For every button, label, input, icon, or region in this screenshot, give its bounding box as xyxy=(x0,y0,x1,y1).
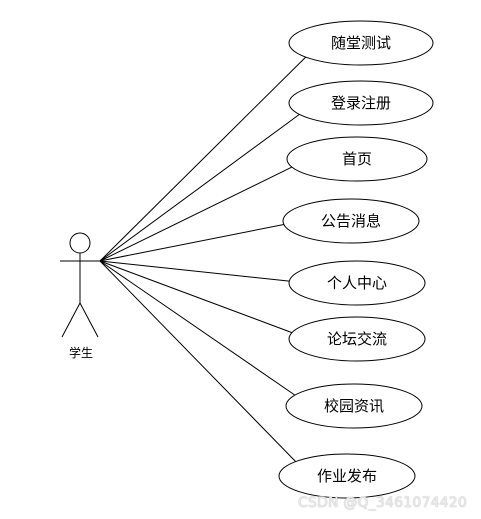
association-line xyxy=(99,56,307,262)
use-case-label: 校园资讯 xyxy=(324,397,384,415)
association-line xyxy=(99,224,284,262)
use-case-label: 论坛交流 xyxy=(327,330,387,348)
use-case-ellipse xyxy=(285,383,423,429)
use-case-label: 公告消息 xyxy=(321,212,381,230)
use-case: 个人中心 xyxy=(288,260,426,306)
use-case-ellipse xyxy=(282,198,420,244)
association-line xyxy=(99,260,296,396)
use-case-ellipse xyxy=(278,453,416,499)
use-case-ellipse xyxy=(288,316,426,362)
use-case-label: 首页 xyxy=(342,150,372,168)
use-case: 公告消息 xyxy=(282,198,420,244)
use-case-ellipse xyxy=(286,136,428,182)
use-case: 登录注册 xyxy=(288,80,434,126)
use-case-label: 登录注册 xyxy=(331,94,391,112)
association-line xyxy=(99,113,300,262)
use-case: 论坛交流 xyxy=(288,316,426,362)
use-case-label: 随堂测试 xyxy=(331,34,391,52)
use-case: 作业发布 xyxy=(278,453,416,499)
use-case-ellipse xyxy=(288,80,434,126)
use-case: 校园资讯 xyxy=(285,383,423,429)
actor-head xyxy=(69,232,91,254)
use-case-label: 作业发布 xyxy=(317,467,377,485)
association-line xyxy=(99,260,297,462)
association-line xyxy=(99,260,293,334)
use-case: 首页 xyxy=(286,136,428,182)
watermark: CSDN @Q_3461074420 xyxy=(297,495,467,511)
use-case-label: 个人中心 xyxy=(327,274,387,292)
association-line xyxy=(99,166,293,262)
use-case-ellipse xyxy=(288,20,434,66)
association-lines xyxy=(99,56,307,462)
use-case: 随堂测试 xyxy=(288,20,434,66)
actor-left-leg xyxy=(61,302,81,338)
actor-right-leg xyxy=(79,302,99,338)
actor-student: 学生 xyxy=(60,232,100,360)
actor-label: 学生 xyxy=(69,345,93,360)
association-line xyxy=(99,260,290,282)
use-case-ellipse xyxy=(288,260,426,306)
